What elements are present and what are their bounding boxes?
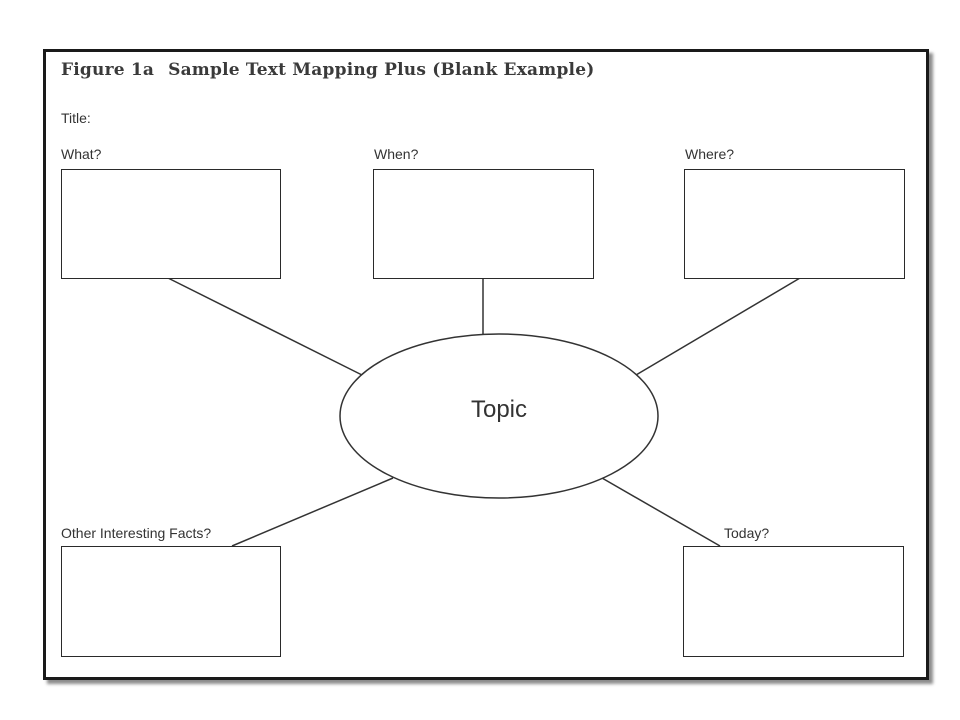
where-box[interactable] [684, 169, 905, 279]
topic-ellipse [339, 333, 659, 499]
today-label: Today? [724, 525, 770, 541]
figure-caption: Sample Text Mapping Plus (Blank Example) [168, 60, 595, 80]
topic-label: Topic [470, 396, 528, 423]
today-box[interactable] [683, 546, 904, 657]
figure-number: Figure 1a [61, 60, 155, 80]
other-facts-label: Other Interesting Facts? [61, 525, 212, 541]
connector-where [635, 277, 801, 376]
when-label: When? [374, 146, 419, 162]
title-label: Title: [61, 110, 91, 126]
where-label: Where? [685, 146, 735, 162]
what-box[interactable] [61, 169, 281, 279]
connector-other [231, 477, 394, 547]
connector-what [167, 277, 363, 376]
what-label: What? [61, 146, 102, 162]
when-box[interactable] [373, 169, 594, 279]
figure-title: Figure 1a Sample Text Mapping Plus (Blank… [61, 60, 594, 80]
connector-today [601, 477, 721, 547]
other-facts-box[interactable] [61, 546, 281, 657]
